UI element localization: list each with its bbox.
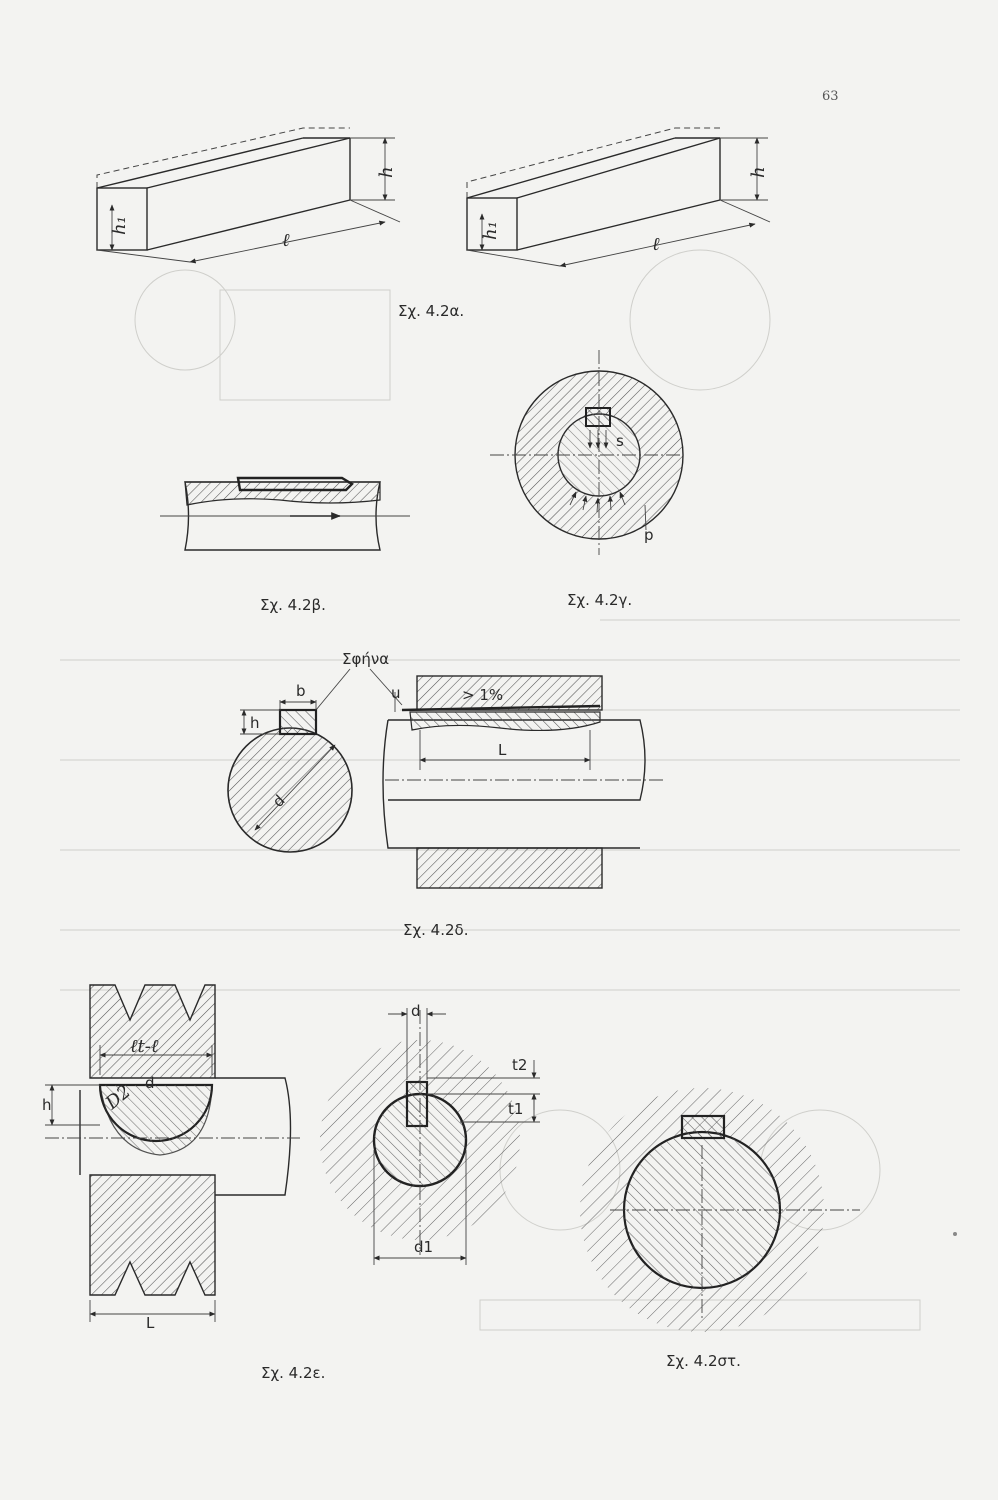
label-d: d xyxy=(411,1002,421,1020)
pressure-arrows xyxy=(569,430,626,513)
tapered-key-isometric: h ℓ h₁ xyxy=(466,127,771,268)
label-L: L xyxy=(498,741,507,759)
label-b: b xyxy=(296,682,306,700)
label-lt: ℓt-ℓ xyxy=(130,1036,159,1057)
label-h: h xyxy=(250,714,260,732)
caption-4-2g: Σχ. 4.2γ. xyxy=(567,591,632,609)
caption-4-2b: Σχ. 4.2β. xyxy=(260,596,326,614)
label-t1: t1 xyxy=(508,1100,523,1118)
figure-4-2e-cross-section: d t2 t1 d1 xyxy=(320,1002,540,1265)
figure-4-2st: Σχ. 4.2στ. xyxy=(580,1088,860,1370)
caption-4-2d: Σχ. 4.2δ. xyxy=(403,921,468,939)
parallel-key-isometric: h ℓ h₁ xyxy=(96,127,401,264)
figure-4-2e-pulley: ℓt-ℓ d D2 h L Σχ. 4.2ε. xyxy=(42,984,325,1382)
caption-4-2st: Σχ. 4.2στ. xyxy=(666,1352,741,1370)
label-s: s xyxy=(616,432,624,450)
figure-4-2a: h ℓ h₁ h ℓ h₁ Σχ. 4. xyxy=(96,127,771,320)
label-d: d xyxy=(145,1074,155,1092)
label-p: p xyxy=(644,526,654,544)
speck xyxy=(953,1232,957,1236)
label-h1: h₁ xyxy=(109,216,130,235)
label-h: h xyxy=(376,166,397,178)
page-number: 63 xyxy=(822,89,839,104)
figure-4-2g: s p Σχ. 4.2γ. xyxy=(490,350,684,609)
figure-4-2d: Σφήνα b h d u > 1% L Σχ. 4.2δ. xyxy=(227,650,665,939)
label-t2: t2 xyxy=(512,1056,527,1074)
caption-4-2a: Σχ. 4.2α. xyxy=(398,302,464,320)
figure-4-2b: Σχ. 4.2β. xyxy=(160,476,410,614)
label-l: ℓ xyxy=(652,234,660,255)
label-h: h xyxy=(42,1096,52,1114)
label-wedge: Σφήνα xyxy=(342,650,389,668)
label-l: ℓ xyxy=(282,230,290,251)
label-h1: h₁ xyxy=(480,221,501,240)
label-L: L xyxy=(146,1314,155,1332)
label-d1: d1 xyxy=(414,1238,433,1256)
label-slope: > 1% xyxy=(462,686,503,704)
label-h: h xyxy=(748,166,769,178)
caption-4-2e: Σχ. 4.2ε. xyxy=(261,1364,325,1382)
label-u: u xyxy=(391,684,401,702)
